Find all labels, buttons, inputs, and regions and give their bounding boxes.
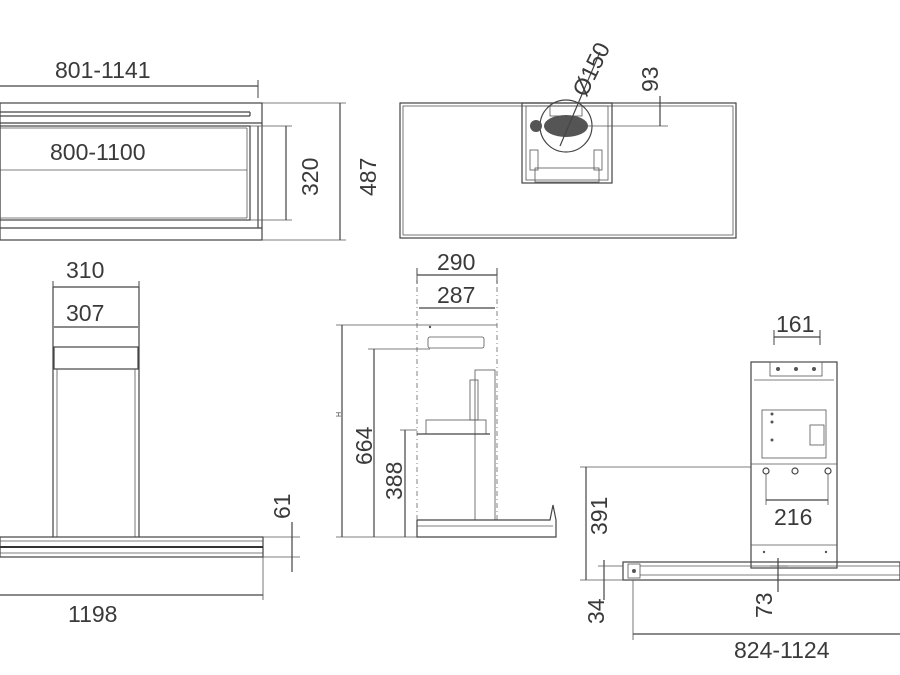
dim-duct-offset: 93 bbox=[637, 66, 663, 92]
top-view bbox=[399, 51, 737, 239]
side-view bbox=[336, 268, 557, 538]
front-view bbox=[0, 80, 346, 241]
dim-bottom-center: 73 bbox=[751, 592, 777, 618]
dim-front-top-width: 801-1141 bbox=[55, 57, 151, 83]
bracket-view bbox=[580, 330, 900, 640]
chimney-front-view bbox=[0, 281, 300, 600]
dim-side-outer-depth: 290 bbox=[437, 249, 475, 275]
dim-chimney-outer: 310 bbox=[66, 257, 104, 283]
dim-side-height: 664 bbox=[351, 426, 377, 465]
dim-side-h-marker: H bbox=[336, 412, 343, 417]
dim-front-inner-height: 320 bbox=[297, 158, 323, 196]
dim-bracket-width: 161 bbox=[776, 311, 814, 337]
dim-side-lower-height: 388 bbox=[381, 462, 407, 500]
dim-side-inner-depth: 287 bbox=[437, 282, 475, 308]
dim-overall-width: 1198 bbox=[68, 601, 117, 627]
dim-chimney-inner: 307 bbox=[66, 300, 104, 326]
dim-front-inner-width: 800-1100 bbox=[50, 139, 146, 165]
dim-bracket-inner-width: 216 bbox=[774, 504, 812, 530]
dim-bottom-offset: 34 bbox=[583, 598, 609, 624]
dim-adjust-width: 824-1124 bbox=[734, 637, 830, 663]
dim-canopy-thickness: 61 bbox=[269, 493, 295, 519]
dim-front-total-height: 487 bbox=[355, 158, 381, 196]
dim-duct-diameter: Ø150 bbox=[567, 38, 615, 100]
dim-bracket-height: 391 bbox=[586, 497, 612, 535]
